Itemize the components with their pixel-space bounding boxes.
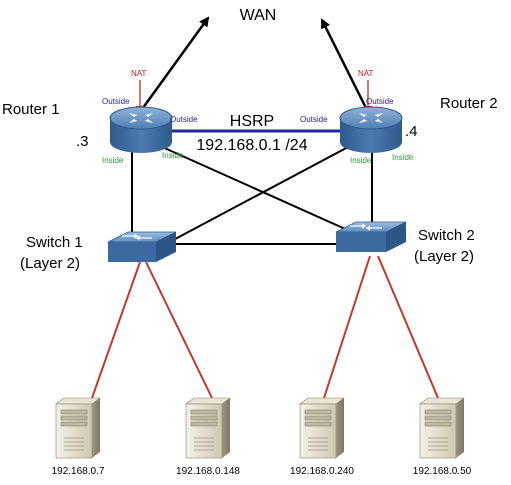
router-1-nat: NAT xyxy=(131,69,147,78)
wan-link-router1 xyxy=(138,16,210,113)
router-1-outside-right: Outside xyxy=(170,115,198,124)
server-icon[interactable] xyxy=(299,397,345,459)
router-2-nat: NAT xyxy=(358,69,374,78)
switch-2-layer: (Layer 2) xyxy=(414,248,474,265)
link-r2-sw1 xyxy=(161,145,351,247)
hsrp-title: HSRP xyxy=(230,113,274,130)
router-2-inside-right: Inside xyxy=(392,153,414,162)
router-2-outside-top: Outside xyxy=(366,97,394,106)
router-2-outside-left: Outside xyxy=(300,115,328,124)
server-icon[interactable] xyxy=(185,397,231,459)
server-ip-label: 192.168.0.148 xyxy=(176,466,240,477)
link-sw2-server4 xyxy=(377,255,439,399)
router-1-name: Router 1 xyxy=(2,101,60,118)
hsrp-address: 192.168.0.1 /24 xyxy=(196,137,307,154)
servers: 192.168.0.7 192.168.0.148 192.168.0.240 192… xyxy=(52,397,472,477)
router-1-outside-top: Outside xyxy=(102,97,130,106)
server-ip-label: 192.168.0.50 xyxy=(413,466,472,477)
switch-2-icon[interactable] xyxy=(335,221,407,252)
server-ip-label: 192.168.0.7 xyxy=(52,466,105,477)
server-ip-label: 192.168.0.240 xyxy=(290,466,354,477)
switch-1-name: Switch 1 xyxy=(26,234,83,251)
link-sw1-server2 xyxy=(145,261,213,399)
server-icon[interactable] xyxy=(55,397,101,459)
router-2-name: Router 2 xyxy=(440,95,498,112)
link-sw1-server1 xyxy=(91,261,141,399)
router-1-host: .3 xyxy=(76,133,89,150)
router-1-inside-left: Inside xyxy=(102,156,124,165)
router-2-host: .4 xyxy=(405,123,418,140)
wan-link-router2 xyxy=(320,18,370,113)
router-2-inside-left: Inside xyxy=(350,156,372,165)
switch-1-layer: (Layer 2) xyxy=(20,255,80,272)
link-sw2-server3 xyxy=(323,255,371,399)
router-1-icon[interactable] xyxy=(109,106,173,153)
link-r1-sw2 xyxy=(159,145,353,233)
wan-label: WAN xyxy=(240,7,277,24)
switch-1-icon[interactable] xyxy=(107,231,177,262)
switch-2-name: Switch 2 xyxy=(418,227,475,244)
router-2-icon[interactable] xyxy=(339,106,403,153)
server-icon[interactable] xyxy=(419,397,465,459)
router-1-inside-right: Inside xyxy=(162,151,184,160)
